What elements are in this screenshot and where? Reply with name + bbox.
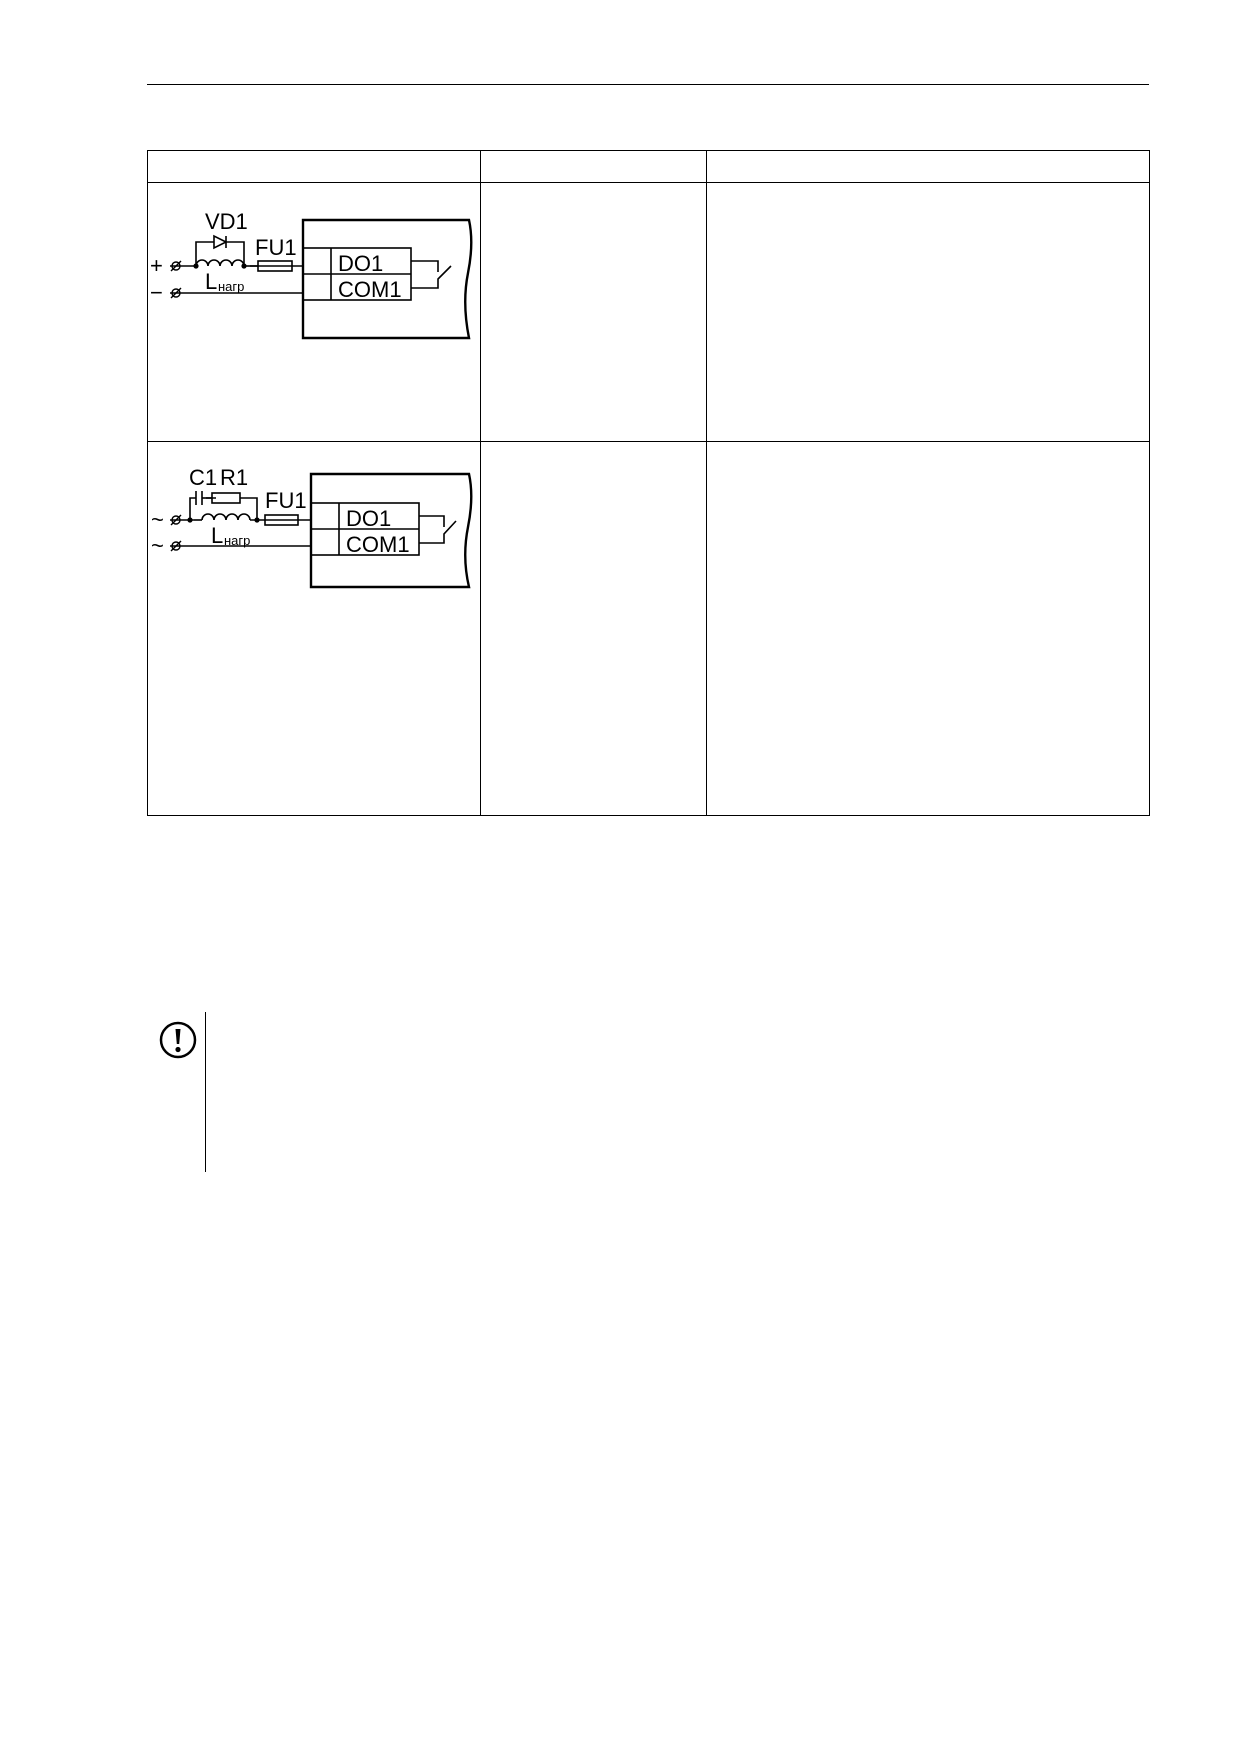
note-bar (205, 1012, 206, 1172)
table-header-row (147, 150, 1150, 183)
diagram-cell: + − VD1 FU1 DO1 COM1 L нагр (147, 182, 481, 442)
warning-note (150, 1012, 1150, 1172)
module-body (309, 472, 473, 589)
com1-terminal-label: COM1 (338, 277, 402, 302)
resistor-symbol (211, 492, 241, 504)
ac-wiring-diagram: ~ ~ C1 R1 FU1 DO1 COM1 L нагр (151, 465, 473, 589)
table-cell (706, 441, 1150, 816)
minus-terminal-label: − (150, 280, 163, 305)
header-rule (147, 84, 1149, 85)
header-cell (480, 150, 707, 183)
table-cell (480, 182, 707, 442)
load-subscript: нагр (224, 533, 250, 548)
table-row: ~ ~ C1 R1 FU1 DO1 COM1 L нагр (147, 441, 1150, 816)
do1-terminal-label: DO1 (338, 251, 383, 276)
ac-terminal-1-label: ~ (151, 507, 164, 532)
do1-terminal-label: DO1 (346, 506, 391, 531)
table-cell (706, 182, 1150, 442)
dc-wiring-diagram: + − VD1 FU1 DO1 COM1 L нагр (150, 209, 473, 340)
com1-terminal-label: COM1 (346, 532, 410, 557)
table-cell (480, 441, 707, 816)
diode-label: VD1 (205, 209, 248, 234)
resistor-label: R1 (220, 465, 248, 490)
load-label: L (211, 523, 223, 548)
exclamation-circle-icon (159, 1021, 197, 1059)
fuse-label: FU1 (265, 488, 307, 513)
load-subscript: нагр (218, 279, 244, 294)
table-row: + − VD1 FU1 DO1 COM1 L нагр (147, 182, 1150, 442)
fuse-label: FU1 (255, 235, 297, 260)
header-cell (706, 150, 1150, 183)
module-body (301, 218, 473, 340)
wiring-table: + − VD1 FU1 DO1 COM1 L нагр (147, 150, 1150, 816)
fuse-symbol (264, 514, 299, 526)
diode-symbol (213, 234, 228, 250)
ac-terminal-2-label: ~ (151, 533, 164, 558)
plus-terminal-label: + (150, 253, 163, 278)
load-label: L (205, 269, 217, 294)
inductor-symbol (201, 513, 251, 521)
inductor-symbol (195, 259, 245, 267)
header-cell (147, 150, 481, 183)
capacitor-label: C1 (189, 465, 217, 490)
diagram-cell: ~ ~ C1 R1 FU1 DO1 COM1 L нагр (147, 441, 481, 816)
